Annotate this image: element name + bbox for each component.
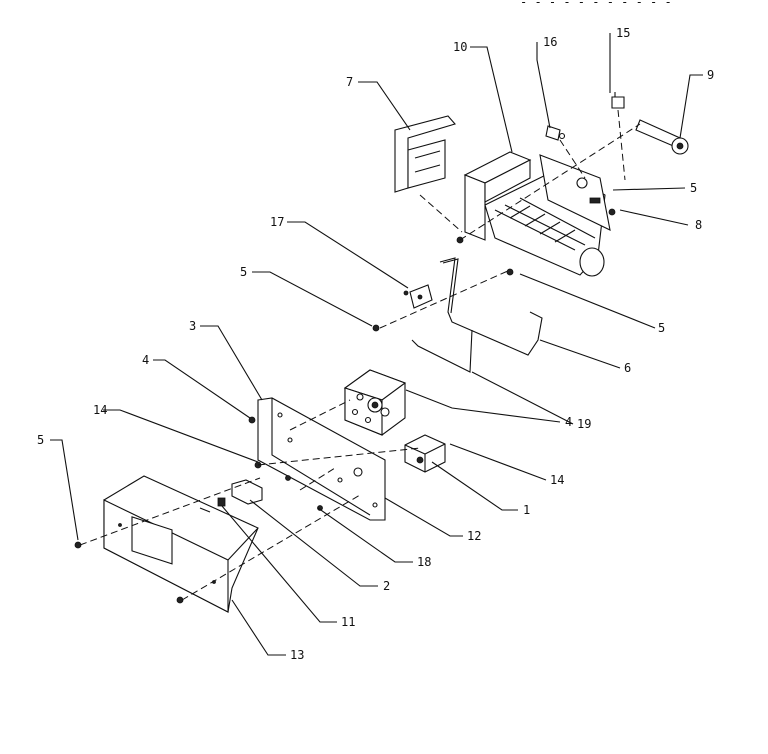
callout-17: 17 [270, 215, 284, 229]
part-1-thermostat [404, 434, 446, 473]
assembly-lines [79, 109, 641, 601]
callout-labels: 7 10 16 15 9 5 8 17 5 5 6 3 4 4 19 14 14… [37, 26, 714, 662]
callout-3: 3 [189, 319, 196, 333]
callout-5-right-middle: 5 [658, 321, 665, 335]
callout-14-left: 14 [93, 403, 107, 417]
part-16-clip [545, 125, 566, 141]
header-fragment: - - - - - - - - - - - [520, 0, 672, 9]
callout-16: 16 [543, 35, 557, 49]
callout-2: 2 [383, 579, 390, 593]
part-11-screw [217, 497, 226, 507]
part-6-shutoff-arm [439, 257, 543, 356]
callout-13: 13 [290, 648, 304, 662]
callout-9: 9 [707, 68, 714, 82]
callout-14-right: 14 [550, 473, 564, 487]
part-9-ejector-arm [635, 119, 689, 155]
part-15-clip [611, 92, 625, 109]
callout-7: 7 [346, 75, 353, 89]
callout-1: 1 [523, 503, 530, 517]
callout-12: 12 [467, 529, 481, 543]
callout-5-far-left: 5 [37, 433, 44, 447]
part-4-motor-module [343, 369, 407, 436]
part-10-mold-housing [463, 151, 532, 241]
part-8-ice-mold [484, 154, 611, 277]
part-17-bracket [403, 284, 433, 309]
part-13-front-cover [103, 475, 259, 613]
part-2-bracket [231, 479, 263, 505]
callout-11: 11 [341, 615, 355, 629]
part-3-mounting-plate [257, 397, 386, 521]
callout-18: 18 [417, 555, 431, 569]
callout-8: 8 [695, 218, 702, 232]
callout-10: 10 [453, 40, 467, 54]
callout-19: 19 [577, 417, 591, 431]
callout-6: 6 [624, 361, 631, 375]
leader-lines [50, 33, 703, 656]
part-7-bracket [394, 115, 456, 193]
part-19-wire [411, 329, 473, 373]
callout-15: 15 [616, 26, 630, 40]
callout-4-left: 4 [142, 353, 149, 367]
callout-5-left-middle: 5 [240, 265, 247, 279]
callout-4-right: 4 [565, 415, 572, 429]
callout-5-upper-right: 5 [690, 181, 697, 195]
